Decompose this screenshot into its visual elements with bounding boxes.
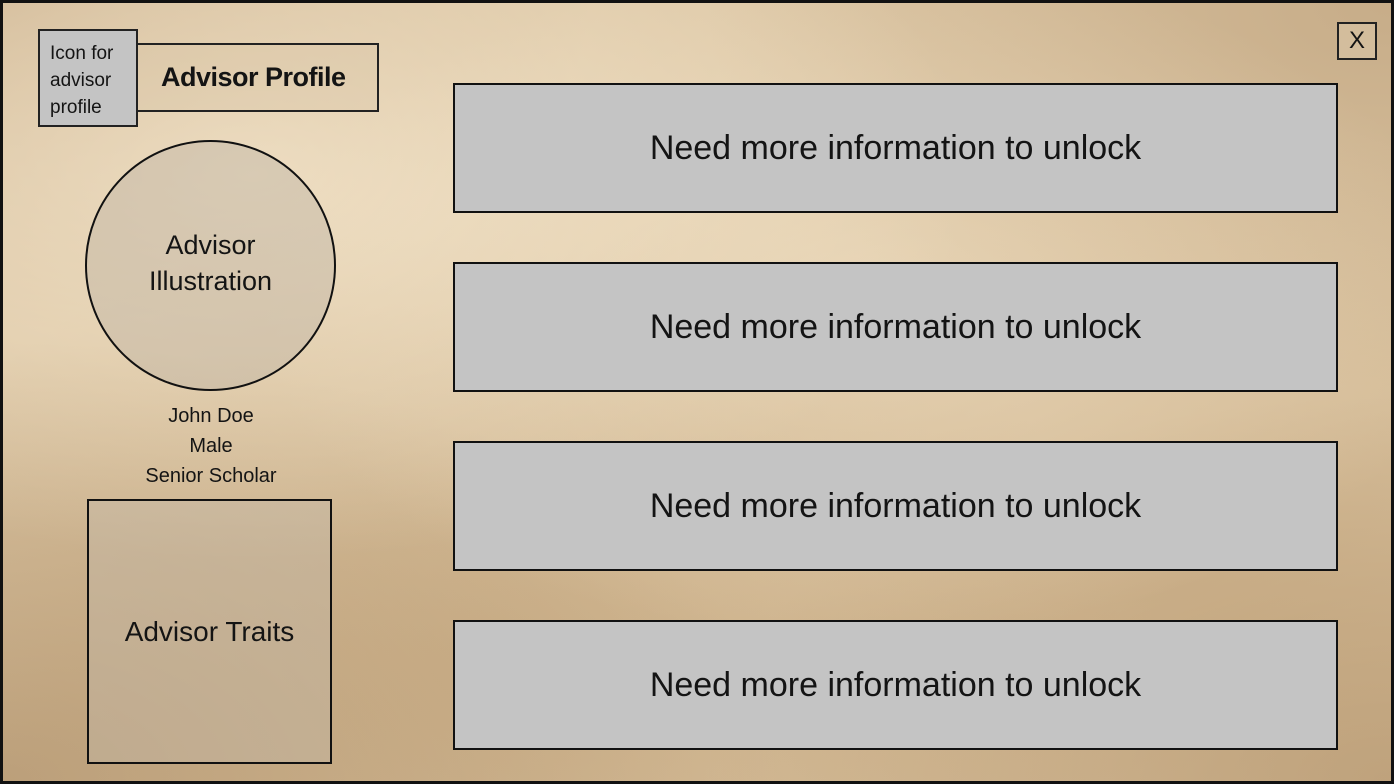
advisor-illustration-label: Advisor — [165, 229, 256, 260]
locked-info-slot-3[interactable]: Need more information to unlock — [453, 441, 1338, 571]
advisor-rank: Senior Scholar — [145, 465, 277, 487]
locked-info-slot-1[interactable]: Need more information to unlock — [453, 83, 1338, 213]
locked-info-slot-2[interactable]: Need more information to unlock — [453, 262, 1338, 392]
advisor-illustration-label: Illustration — [148, 265, 273, 296]
advisor-traits-label: Advisor Traits — [124, 615, 295, 647]
icon-placeholder-line: advisor — [50, 70, 112, 91]
page-title: Advisor Profile — [133, 43, 379, 112]
icon-placeholder-line: Icon for — [50, 43, 114, 64]
advisor-gender: Male — [189, 435, 233, 457]
locked-info-label: Need more information to unlock — [649, 128, 1142, 167]
icon-placeholder-line: profile — [50, 97, 102, 118]
advisor-profile-icon: Icon for advisor profile — [38, 29, 138, 127]
locked-info-label: Need more information to unlock — [649, 665, 1142, 704]
page-title-text: Advisor Profile — [161, 62, 346, 92]
advisor-traits-panel[interactable]: Advisor Traits — [87, 499, 332, 764]
advisor-details: John Doe Male Senior Scholar — [111, 401, 311, 491]
locked-info-label: Need more information to unlock — [649, 486, 1142, 525]
advisor-illustration: Advisor Illustration — [85, 140, 336, 391]
locked-info-label: Need more information to unlock — [649, 307, 1142, 346]
advisor-name: John Doe — [168, 405, 254, 427]
close-button[interactable]: X — [1337, 22, 1377, 60]
close-icon[interactable]: X — [1348, 27, 1365, 54]
locked-info-slot-4[interactable]: Need more information to unlock — [453, 620, 1338, 750]
